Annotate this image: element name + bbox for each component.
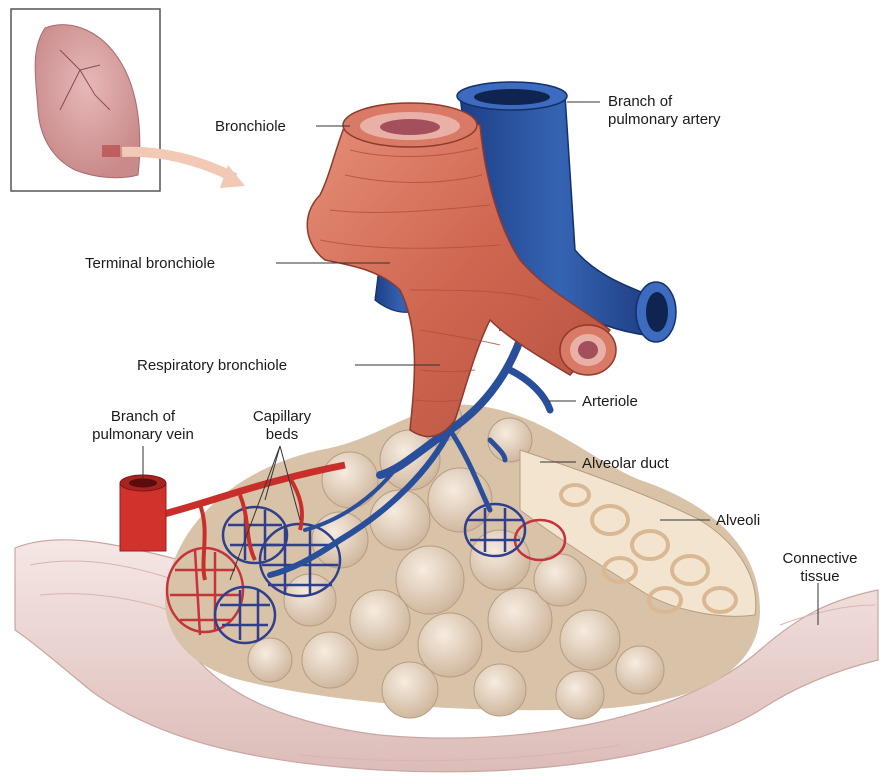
label-connective-1: Connective [766,550,874,567]
label-respiratory-bronchiole: Respiratory bronchiole [137,357,287,374]
label-capillary-1: Capillary [234,408,330,425]
label-terminal-bronchiole: Terminal bronchiole [85,255,215,272]
label-pulmonary-artery-1: Branch of [608,93,672,110]
label-capillary-2: beds [234,426,330,443]
label-connective-2: tissue [766,568,874,585]
label-alveolar-duct: Alveolar duct [582,455,669,472]
lung-inset [11,9,160,191]
label-pulmonary-artery-2: pulmonary artery [608,111,721,128]
label-pulmonary-vein-1: Branch of [70,408,216,425]
label-arteriole: Arteriole [582,393,638,410]
label-alveoli: Alveoli [716,512,760,529]
label-pulmonary-vein-2: pulmonary vein [70,426,216,443]
label-bronchiole: Bronchiole [215,118,286,135]
